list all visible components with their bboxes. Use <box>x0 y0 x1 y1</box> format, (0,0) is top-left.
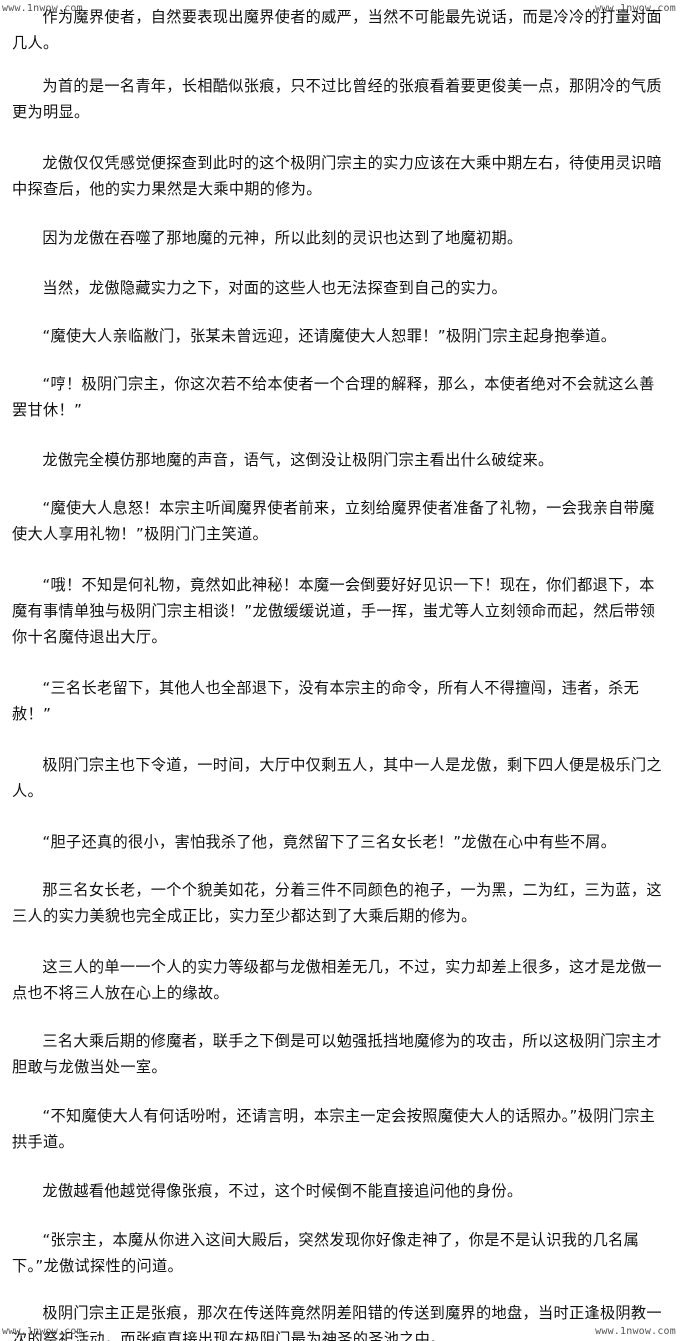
paragraph: “哼！极阴门宗主，你这次若不给本使者一个合理的解释，那么，本使者绝对不会就这么善… <box>12 375 655 419</box>
paragraph: “胆子还真的很小，害怕我杀了他，竟然留下了三名女长老！”龙傲在心中有些不屑。 <box>42 833 617 851</box>
watermark-top-right: www.1nwow.com <box>595 3 676 14</box>
paragraph: 那三名女长老，一个个貌美如花，分着三件不同颜色的袍子，一为黑，二为红，三为蓝，这… <box>12 881 662 925</box>
paragraph: “魔使大人息怒！本宗主听闻魔界使者前来，立刻给魔界使者准备了礼物，一会我亲自带魔… <box>12 499 655 543</box>
paragraph: “三名长老留下，其他人也全部退下，没有本宗主的命令，所有人不得擅闯，违者，杀无赦… <box>12 679 640 723</box>
paragraph: 三名大乘后期的修魔者，联手之下倒是可以勉强抵挡地魔修为的攻击，所以这极阴门宗主才… <box>12 1032 662 1076</box>
watermark-top-left: www.1nwow.com <box>2 3 83 14</box>
paragraph: 作为魔界使者，自然要表现出魔界使者的威严，当然不可能最先说话，而是冷冷的打量对面… <box>12 8 662 52</box>
paragraph: “魔使大人亲临敝门，张某未曾远迎，还请魔使大人恕罪！”极阴门宗主起身抱拳道。 <box>42 327 617 345</box>
paragraph: 龙傲仅仅凭感觉便探查到此时的这个极阴门宗主的实力应该在大乘中期左右，待使用灵识暗… <box>12 154 662 198</box>
paragraph: 这三人的单一一个人的实力等级都与龙傲相差无几，不过，实力却差上很多，这才是龙傲一… <box>12 958 662 1002</box>
watermark-bottom-right: www.1nwow.com <box>595 1326 676 1337</box>
paragraph: 为首的是一名青年，长相酷似张痕，只不过比曾经的张痕看着要更俊美一点，那阴冷的气质… <box>12 77 662 121</box>
paragraph: 极阴门宗主正是张痕，那次在传送阵竟然阴差阳错的传送到魔界的地盘，当时正逢极阴教一… <box>12 1304 662 1341</box>
paragraph: 因为龙傲在吞噬了那地魔的元神，所以此刻的灵识也达到了地魔初期。 <box>42 229 523 247</box>
paragraph: 当然，龙傲隐藏实力之下，对面的这些人也无法探查到自己的实力。 <box>42 279 508 297</box>
paragraph: “不知魔使大人有何话吩咐，还请言明，本宗主一定会按照魔使大人的话照办。”极阴门宗… <box>12 1107 656 1151</box>
paragraph: 极阴门宗主也下令道，一时间，大厅中仅剩五人，其中一人是龙傲，剩下四人便是极乐门之… <box>12 756 662 800</box>
paragraph: “张宗主，本魔从你进入这间大殿后，突然发现你好像走神了，你是不是认识我的几名属下… <box>12 1231 640 1275</box>
watermark-bottom-left: www.1nwow.com <box>2 1326 83 1337</box>
paragraph: “哦！不知是何礼物，竟然如此神秘！本魔一会倒要好好见识一下！现在，你们都退下，本… <box>12 576 656 646</box>
paragraph: 龙傲越看他越觉得像张痕，不过，这个时候倒不能直接追问他的身份。 <box>42 1182 523 1200</box>
paragraph: 龙傲完全模仿那地魔的声音，语气，这倒没让极阴门宗主看出什么破绽来。 <box>42 451 554 469</box>
